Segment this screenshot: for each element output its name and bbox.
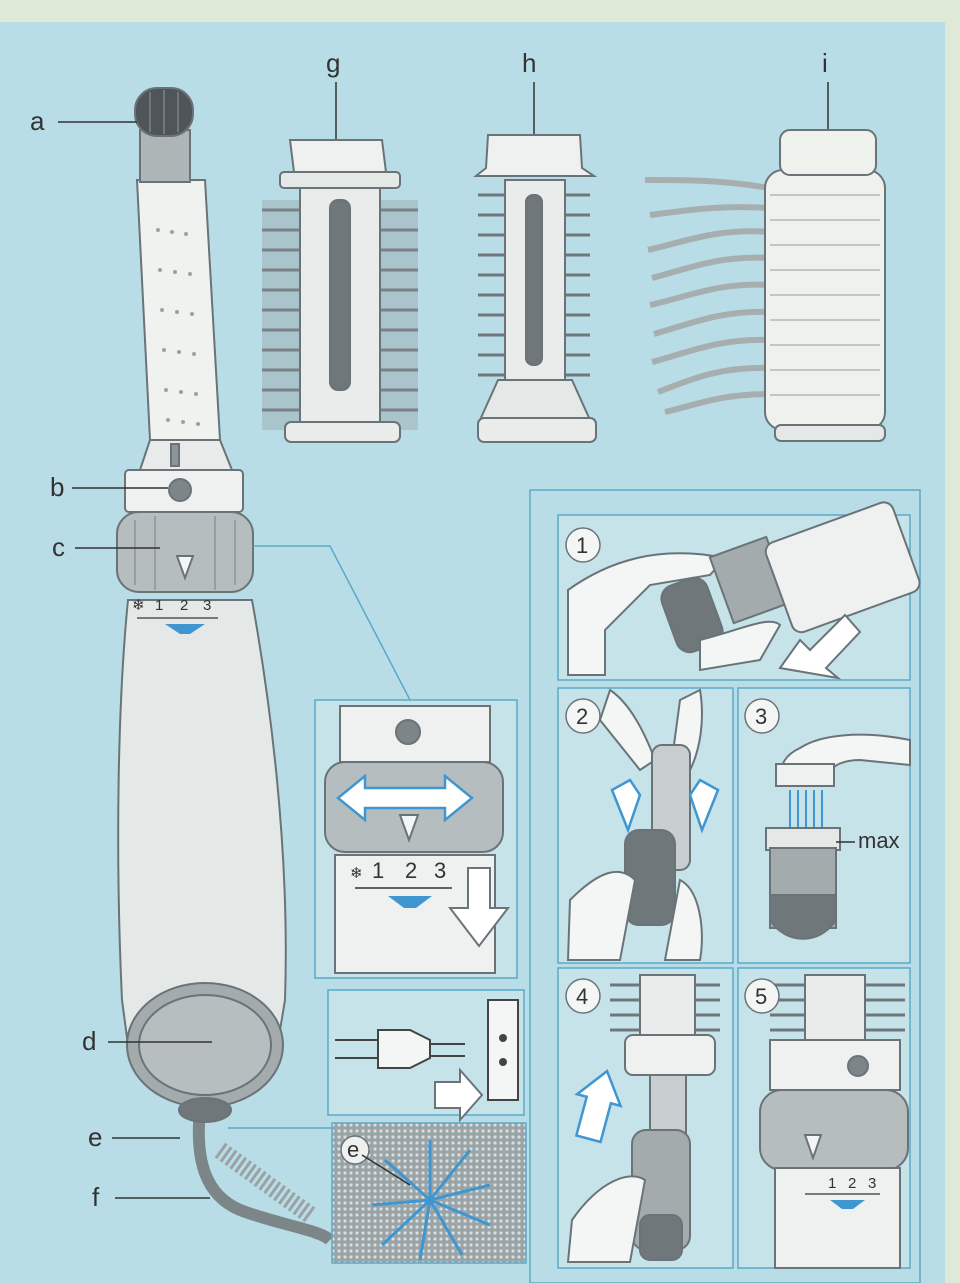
zoom-cold-symbol: ❄ — [350, 865, 363, 882]
label-d: d — [82, 1026, 96, 1056]
barrel-neck — [139, 129, 191, 183]
step-1-arrow — [778, 613, 862, 680]
zoom-ion-symbol — [388, 896, 432, 908]
label-c: c — [52, 532, 65, 562]
step-5-ion-symbol — [830, 1200, 865, 1209]
label-g: g — [326, 48, 340, 78]
round-brush-g — [262, 139, 418, 443]
volume-brush-i — [644, 129, 886, 442]
brush-h — [473, 134, 598, 443]
label-a: a — [30, 106, 45, 136]
step-1-number: 1 — [576, 533, 588, 558]
label-e: e — [88, 1122, 102, 1152]
plug-in-arrow — [434, 1067, 484, 1123]
light-burst-icon — [371, 1140, 491, 1261]
lamp-label: e — [347, 1137, 359, 1162]
step-5-number-1: 1 — [828, 1175, 836, 1192]
label-f: f — [92, 1182, 100, 1212]
brush-i-body — [764, 169, 886, 431]
dial-number-3: 3 — [203, 597, 211, 614]
filter-outlet — [178, 1097, 232, 1123]
step-2-twist-arrows — [610, 778, 720, 834]
cold-symbol: ❄ — [132, 597, 145, 614]
dial-zoom-connector — [253, 545, 411, 701]
step-5-illustration — [759, 974, 909, 1269]
step-1-illustration — [567, 501, 921, 680]
zoom-number-1: 1 — [372, 858, 384, 883]
label-h: h — [522, 48, 536, 78]
step-5-number-3: 3 — [868, 1175, 876, 1192]
cord-kink-protection — [214, 1142, 316, 1223]
fill-marker: max — [858, 828, 900, 853]
step-4-number: 4 — [576, 984, 588, 1009]
power-cord — [192, 1109, 335, 1245]
zoom-number-2: 2 — [405, 858, 417, 883]
step-3-illustration — [765, 733, 911, 940]
wall-socket — [487, 999, 519, 1101]
steps-panel — [529, 489, 921, 1283]
hair-styler-device — [116, 87, 335, 1245]
step-3-number: 3 — [755, 704, 767, 729]
step-2-illustration — [566, 688, 703, 961]
part-labels — [58, 121, 212, 1199]
step-2-number: 2 — [576, 704, 588, 729]
release-button — [168, 478, 192, 502]
speed-scale: ❄ 1 2 3 — [132, 597, 218, 634]
dial-number-2: 2 — [180, 597, 188, 614]
push-down-arrow — [447, 867, 511, 948]
label-b: b — [50, 472, 64, 502]
dial-number-1: 1 — [155, 597, 163, 614]
step-5-number-2: 2 — [848, 1175, 856, 1192]
dial-indicator — [175, 555, 195, 581]
ion-symbol — [165, 624, 205, 634]
label-i: i — [822, 48, 828, 78]
step-5-number: 5 — [755, 984, 767, 1009]
zoom-number-3: 3 — [434, 858, 446, 883]
rotate-arrow — [336, 773, 474, 823]
step-4-arrow — [574, 1069, 623, 1144]
heating-barrel — [135, 179, 222, 441]
plug-illustration — [335, 999, 519, 1101]
step-4-illustration — [566, 974, 720, 1263]
